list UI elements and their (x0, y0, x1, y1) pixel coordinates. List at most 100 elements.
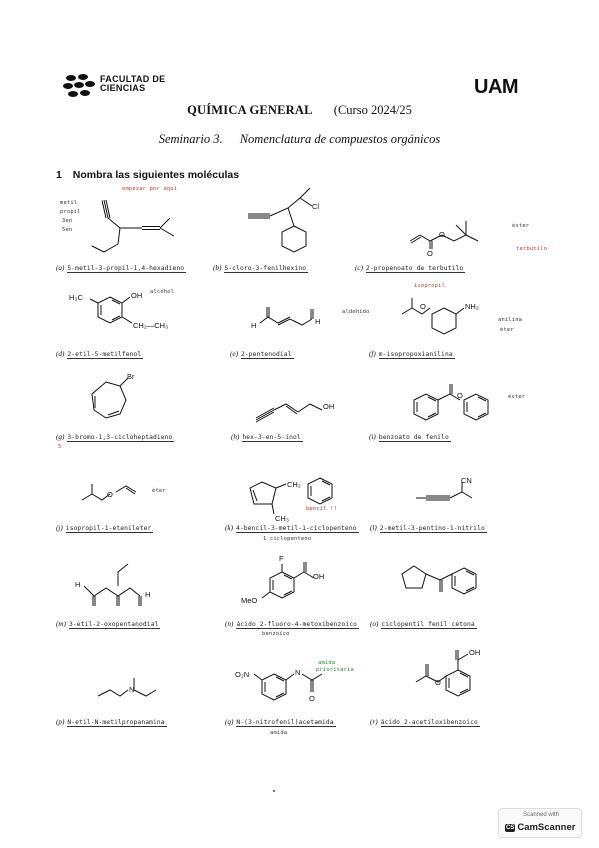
molecule-c: O O (408, 215, 498, 260)
exercise-m-answer: 3-etil-2-oxopentanodial (68, 621, 161, 629)
exercise-b-answer: 5-cloro-3-fenilhexino (224, 265, 309, 273)
note-f-anilina: anilina (498, 317, 523, 323)
exercise-d: (d)2-etil-5-metilfenol (56, 350, 144, 359)
exercise-a: (a)5-metil-3-propil-1,4-hexadieno (56, 264, 187, 273)
atom-cn-l: CN (461, 476, 472, 485)
note-a-metil: metil (60, 200, 78, 206)
exercise-l-answer: 2-metil-3-pentino-1-nitrilo (379, 525, 487, 533)
note-f-isopropil: isopropil (414, 283, 446, 289)
note-e-aldehido: aldehído (342, 309, 370, 315)
molecule-j: O (80, 478, 160, 515)
note-c-tbu: terbutilo (516, 246, 548, 252)
scanned-with-label: Scanned with (522, 812, 560, 818)
note-q-prioritaria: prioritaria (316, 667, 354, 673)
exercise-f-letter: (f) (369, 350, 376, 358)
atom-nh2-f: NH₂ (465, 302, 479, 311)
exercise-n-answer: ácido 2-fluoro-4-metoxibenzoico (236, 621, 360, 629)
exercise-p-answer: N-etil-N-metilpropanamina (67, 719, 167, 727)
note-g-num: 5 (58, 444, 62, 450)
atom-h-e1: H (251, 321, 256, 330)
exercise-m-letter: (m) (56, 620, 66, 628)
exercise-c-answer: 2-propenoato de terbutilo (365, 265, 466, 273)
camscanner-logo-icon: CS (505, 824, 516, 832)
atom-ch2ch3-d: CH₂—CH₃ (133, 321, 168, 330)
exercise-r-answer: ácido 2-acetiloxibenzoico (380, 719, 480, 727)
molecule-d: H₃C OH CH₂—CH₃ (68, 283, 188, 350)
molecule-i: O (398, 380, 508, 439)
exercise-r-letter: (r) (370, 718, 378, 726)
course-title: QUÍMICA GENERAL (187, 103, 313, 117)
exercise-q-answer: N-(3-nitrofenil)acetamida (236, 719, 336, 727)
atom-ch3-k: CH₃ (275, 514, 289, 523)
exercise-p: (p)N-etil-N-metilpropanamina (56, 718, 167, 727)
exercise-l: (l)2-metil-3-pentino-1-nitrilo (370, 524, 487, 533)
molecule-q: O₂N N O (232, 660, 342, 715)
exercise-g: (g)3-bromo-1,3-cicloheptadieno (56, 433, 175, 442)
exercise-d-answer: 2-etil-5-metilfenol (67, 351, 144, 359)
exercise-i-letter: (i) (369, 433, 376, 441)
faculty-name: FACULTAD DE CIENCIAS (100, 75, 165, 93)
molecule-e: H H (250, 303, 330, 344)
atom-cl-b: Cl (312, 202, 319, 211)
note-a-5en: 5en (62, 227, 73, 233)
seminar-number: Seminario 3. (158, 132, 223, 146)
exercise-l-letter: (l) (370, 524, 377, 532)
exercise-h: (h)hex-3-en-5-inol (231, 433, 303, 442)
faculty-logo: FACULTAD DE CIENCIAS (62, 70, 182, 104)
exercise-k: (k)4-bencil-3-metil-1-ciclopenteno (225, 524, 359, 533)
atom-oh-d: OH (131, 291, 142, 300)
note-j-eter: éter (152, 488, 166, 494)
exercise-n: (n)ácido 2-fluoro-4-metoxibenzoico (225, 620, 360, 629)
section-title: Nombra las siguientes moléculas (72, 169, 240, 181)
exercise-o-answer: ciclopentil fenil cetona (381, 621, 477, 629)
uam-logo: UAM (474, 76, 519, 98)
note-a-3en: 3en (62, 218, 73, 224)
molecule-h: OH (252, 392, 352, 433)
exercise-e-answer: 2-pentenodial (240, 351, 294, 359)
faculty-line1: FACULTAD DE (100, 74, 166, 84)
exercise-g-letter: (g) (56, 433, 65, 441)
atom-oh-n: OH (313, 572, 324, 581)
molecule-b: Cl (240, 180, 350, 265)
seminar-topic: Nomenclatura de compuestos orgánicos (239, 132, 441, 146)
exercise-k-letter: (k) (225, 524, 233, 532)
seminar-subtitle: Seminario 3. Nomenclatura de compuestos … (0, 132, 599, 147)
note-k-line2: 1 ciclopenteno (263, 536, 312, 542)
exercise-r: (r)ácido 2-acetiloxibenzoico (370, 718, 480, 727)
page-title: QUÍMICA GENERAL (Curso 2024/25 (0, 103, 599, 118)
atom-o2n-q: O₂N (235, 670, 249, 679)
molecule-p: N (96, 668, 176, 713)
note-q-line2: amida (270, 730, 288, 736)
atom-o-f: O (420, 302, 426, 311)
atom-h3c-d: H₃C (69, 293, 83, 302)
exercise-h-answer: hex-3-en-5-inol (242, 434, 303, 442)
note-n-line2: benzoico (262, 631, 290, 637)
exercise-f-answer: m-isopropoxianilina (378, 351, 455, 359)
molecule-l: CN (412, 476, 502, 525)
exercise-h-letter: (h) (231, 433, 240, 441)
exercise-b-letter: (b) (213, 264, 222, 272)
atom-h-e2: H (315, 317, 320, 326)
exercise-k-answer: 4-bencil-3-metil-1-ciclopenteno (235, 525, 359, 533)
atom-br-g: Br (127, 372, 135, 381)
molecule-a (80, 188, 190, 263)
atom-h-m2: H (145, 590, 150, 599)
exercise-j: (j)isopropil-1-etenileter (56, 524, 154, 533)
molecule-n: F OH MeO (228, 554, 338, 627)
faculty-seal-icon (63, 74, 95, 97)
molecule-k: CH₂ CH₃ (238, 468, 358, 535)
atom-o-q: O (309, 694, 315, 703)
exercise-j-letter: (j) (56, 524, 63, 532)
exercise-o-letter: (o) (370, 620, 379, 628)
atom-n-p: N (129, 685, 134, 694)
note-a-start: empezar por aquí (122, 186, 178, 192)
atom-oh-r: OH (469, 648, 480, 657)
exercise-a-answer: 5-metil-3-propil-1,4-hexadieno (67, 265, 187, 273)
molecule-g: Br (76, 372, 156, 437)
molecule-m: H H (72, 556, 192, 621)
camscanner-brand-name: CamScanner (517, 822, 576, 833)
atom-meo-n: MeO (241, 596, 257, 605)
atom-oh-h: OH (323, 402, 334, 411)
atom-o-c1: O (439, 230, 445, 239)
